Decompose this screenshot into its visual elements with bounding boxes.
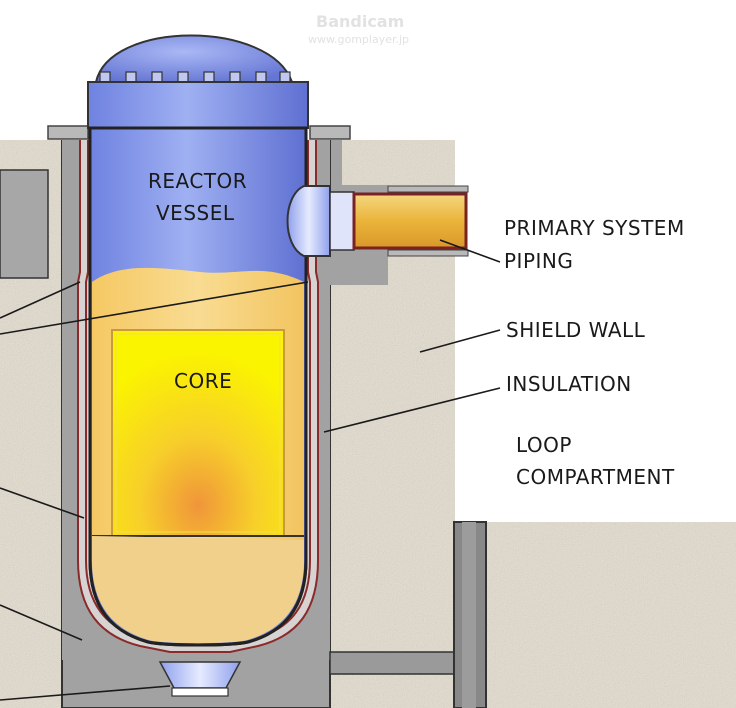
label-reactor-vessel-1: REACTOR — [148, 169, 247, 193]
label-loop-compartment-2: COMPARTMENT — [516, 465, 675, 489]
watermark-url: www.gomplayer.jp — [308, 33, 409, 46]
primary-system-piping — [352, 192, 468, 250]
leader-lines — [0, 239, 501, 701]
label-shield-wall: SHIELD WALL — [506, 318, 646, 342]
label-core: CORE — [174, 369, 232, 393]
vessel-dome — [94, 34, 294, 83]
bottom-nozzle — [158, 661, 242, 689]
label-reactor-vessel-2: VESSEL — [156, 201, 235, 225]
left-wall-recess — [0, 169, 49, 279]
flange-bolts — [99, 71, 291, 83]
vessel-outlet-nozzle — [286, 185, 331, 257]
label-primary-piping-1: PRIMARY SYSTEM — [504, 216, 685, 240]
label-loop-compartment-1: LOOP — [516, 433, 572, 457]
reactor-core — [111, 329, 285, 537]
shield-cap-plates — [47, 125, 351, 140]
label-insulation: INSULATION — [506, 372, 632, 396]
loop-pipe — [329, 651, 457, 675]
vessel-flange — [87, 81, 309, 129]
watermark-brand: Bandicam — [316, 12, 404, 31]
label-primary-piping-2: PIPING — [504, 249, 573, 273]
